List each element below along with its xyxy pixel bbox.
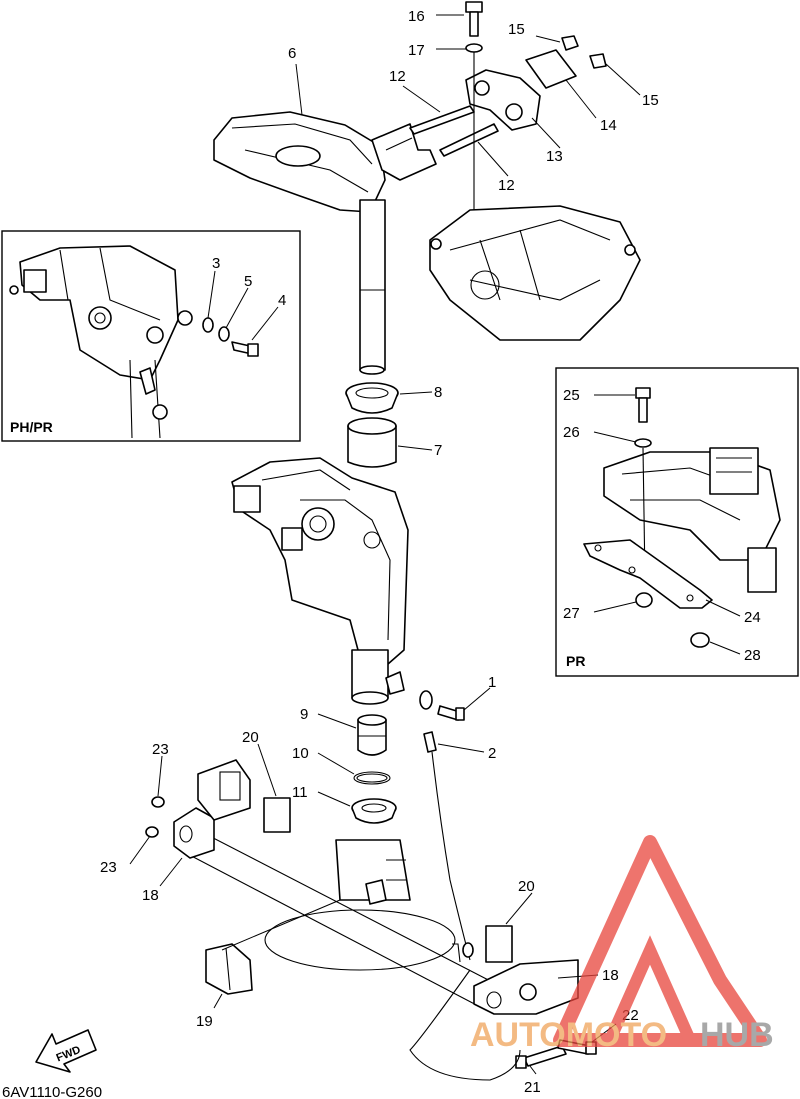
watermark-triangle-icon [553,835,767,1047]
bushings-upper: 8 7 [345,382,442,468]
callout-10: 10 [292,745,309,762]
callout-20-right: 20 [518,878,535,895]
callout-6: 6 [288,45,296,62]
callout-27: 27 [563,605,580,622]
callout-4: 4 [278,292,286,309]
watermark-logo: AUTOMOTO HUB [470,835,774,1054]
lower-bushings: 9 10 11 [292,706,397,824]
callout-3: 3 [212,255,220,272]
lower-mount: 23 23 18 18 20 20 19 21 22 [100,729,639,1096]
callout-17: 17 [408,42,425,59]
ground-lead: 1 2 [419,674,496,961]
watermark-word-orange: AUTOMOTO [470,1016,667,1054]
callout-15-right: 15 [642,92,659,109]
callout-5: 5 [244,273,252,290]
callout-28: 28 [744,647,761,664]
inset-ph-pr-label: PH/PR [10,419,53,435]
callout-19: 19 [196,1013,213,1030]
callout-26: 26 [563,424,580,441]
callout-23-upper: 23 [152,741,169,758]
callout-15-upper: 15 [508,21,525,38]
callout-24: 24 [744,609,761,626]
callout-14: 14 [600,117,617,134]
callout-7: 7 [434,442,442,459]
callout-12-upper: 12 [389,68,406,85]
callout-11: 11 [292,784,308,801]
callout-25: 25 [563,387,580,404]
watermark-inner-triangle-icon [604,935,696,1043]
fwd-arrow: FWD [35,1029,97,1073]
callout-13: 13 [546,148,563,165]
inset-pr: PR 25 26 27 24 28 [555,367,799,677]
callout-12-lower: 12 [498,177,515,194]
swivel-bracket [231,457,409,705]
callout-21: 21 [524,1079,541,1096]
upper-housing [429,205,641,341]
callout-1: 1 [488,674,496,691]
diagram-code: 6AV1110-G260 [2,1084,102,1099]
callout-16: 16 [408,8,425,25]
callout-18-left: 18 [142,887,159,904]
steering-arm-assembly: 6 [213,45,437,375]
callout-18-right: 18 [602,967,619,984]
callout-20-left: 20 [242,729,259,746]
callout-9: 9 [300,706,308,723]
callout-2: 2 [488,745,496,762]
callout-23-lower: 23 [100,859,117,876]
inset-ph-pr: PH/PR 3 5 4 [1,230,301,442]
inset-pr-label: PR [566,653,585,669]
watermark-word-gray: HUB [700,1016,774,1054]
callout-8: 8 [434,384,442,401]
